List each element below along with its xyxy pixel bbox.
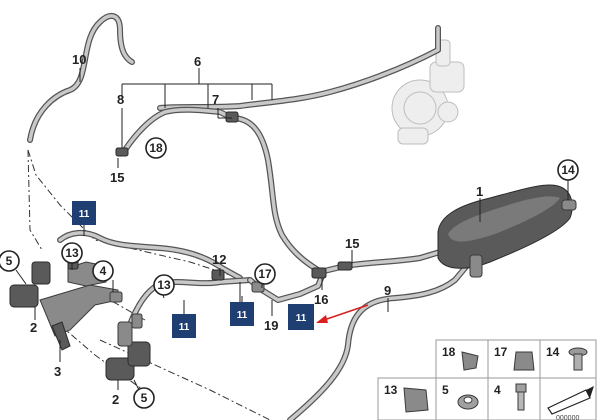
callout-10: 10 [72, 52, 86, 67]
svg-text:13: 13 [65, 246, 79, 260]
callout-16: 16 [314, 292, 328, 307]
svg-text:14: 14 [546, 345, 560, 359]
svg-text:5: 5 [141, 391, 148, 405]
svg-text:11: 11 [296, 313, 307, 324]
callout-2-lower: 2 [112, 392, 119, 407]
callout-17: 17 [254, 263, 276, 285]
spring-clip-icon [513, 351, 535, 371]
callout-15-mid: 15 [345, 236, 359, 251]
legend-cell-13: 13 [384, 383, 429, 413]
callout-18: 18 [145, 137, 167, 159]
callout-9: 9 [384, 283, 391, 298]
svg-text:17: 17 [258, 267, 272, 281]
legend-cell-arrow [547, 386, 594, 415]
tag-11-left-box [172, 314, 196, 338]
callout-3: 3 [54, 364, 61, 379]
red-arrow [316, 304, 369, 323]
svg-text:11: 11 [237, 310, 248, 321]
callout-labels: 1 6 7 8 9 10 12 15 15 16 19 2 2 3 [30, 52, 483, 407]
callout-5-lower: 5 [133, 387, 155, 409]
tag-11-mid-box [230, 302, 254, 326]
tag-11-upper: 11 [72, 201, 96, 225]
callout-15-top: 15 [110, 170, 124, 185]
callout-2-left: 2 [30, 320, 37, 335]
reference-lines [27, 149, 271, 420]
tag-11-right: 11 [288, 304, 314, 330]
screw-icon [573, 353, 583, 371]
tag-11-left: 11 [172, 314, 196, 338]
bolt-icon [517, 391, 525, 411]
svg-text:18: 18 [149, 141, 163, 155]
svg-text:4: 4 [100, 264, 107, 278]
tag-11-right-box [288, 304, 314, 330]
small-fittings [115, 111, 353, 293]
svg-text:13: 13 [157, 278, 171, 292]
svg-text:13: 13 [384, 383, 398, 397]
legend-cell-5: 5 [442, 383, 479, 410]
callout-6: 6 [194, 54, 201, 69]
legend-cell-4: 4 [494, 383, 527, 411]
parts-legend: 18 17 14 13 5 4 0 [377, 339, 597, 420]
clip-icon [461, 351, 479, 371]
callout-1: 1 [476, 184, 483, 199]
svg-text:11: 11 [79, 209, 90, 220]
bracket-clip-icon [403, 387, 429, 413]
callout-13-upper: 13 [61, 242, 83, 264]
svg-text:5: 5 [6, 254, 13, 268]
callout-5-left: 5 [0, 250, 20, 272]
callout-14: 14 [557, 159, 579, 181]
legend-cell-14: 14 [546, 345, 588, 371]
tag-11-upper-box [72, 201, 96, 225]
callout-19: 19 [264, 318, 278, 333]
tag-11-group: 11 11 11 11 [72, 201, 314, 338]
footer-code: 000000 [556, 415, 579, 420]
svg-text:14: 14 [561, 163, 575, 177]
callout-13-lower: 13 [153, 274, 175, 296]
reservoir-tank [437, 184, 577, 278]
svg-text:5: 5 [442, 383, 449, 397]
callout-7: 7 [212, 92, 219, 107]
left-bracket-assembly [9, 254, 123, 351]
callout-12: 12 [212, 252, 226, 267]
svg-text:18: 18 [442, 345, 456, 359]
callout-8: 8 [117, 92, 124, 107]
tag-11-mid: 11 [230, 302, 254, 326]
legend-cell-18: 18 [442, 345, 479, 371]
svg-text:4: 4 [494, 383, 501, 397]
vacuum-pump-ghost [391, 39, 465, 145]
legend-cell-17: 17 [494, 345, 535, 371]
hose-lines [27, 12, 483, 420]
svg-text:17: 17 [494, 345, 508, 359]
svg-text:11: 11 [179, 322, 190, 333]
lower-valve-assembly [105, 313, 151, 381]
circled-callouts: 14 18 17 13 13 4 5 5 [0, 137, 579, 409]
callout-4: 4 [92, 260, 114, 282]
